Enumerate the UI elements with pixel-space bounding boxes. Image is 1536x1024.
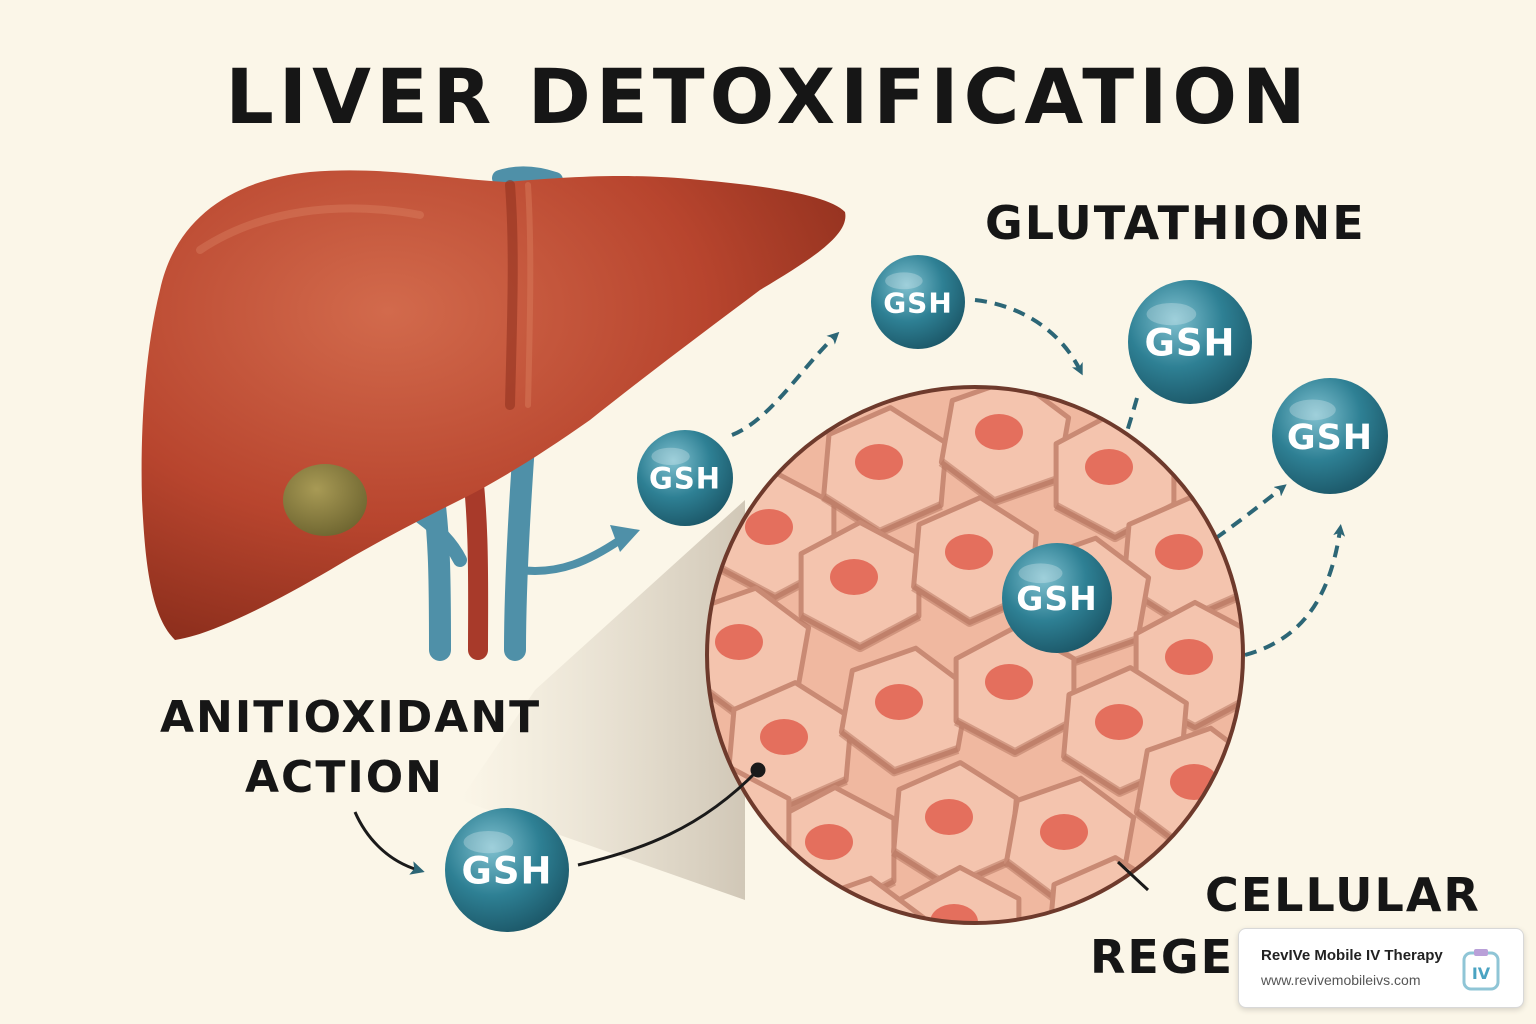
cell-nucleus <box>925 799 973 835</box>
cell-nucleus <box>875 684 923 720</box>
cell-nucleus <box>805 824 853 860</box>
brand-logo-text: IV <box>1472 964 1491 983</box>
cell-nucleus <box>830 914 878 923</box>
leader-lines <box>353 762 1150 892</box>
cell-nucleus <box>985 664 1033 700</box>
cell-nucleus <box>715 624 763 660</box>
cell-nucleus <box>745 509 793 545</box>
cell-nucleus <box>1155 534 1203 570</box>
gsh-label: GSH <box>1287 418 1373 458</box>
label-antioxidant-line1: ANITIOXIDANT <box>160 692 542 743</box>
cell-nucleus <box>760 719 808 755</box>
hepatocyte-cell <box>953 624 1077 758</box>
gsh-molecules: GSH GSH GSH GSH GSH GSH <box>445 255 1388 932</box>
brand-url[interactable]: www.revivemobileivs.com <box>1261 972 1421 988</box>
gsh-molecule: GSH <box>1272 378 1388 494</box>
brand-badge[interactable]: RevIVe Mobile IV Therapy www.revivemobil… <box>1238 928 1524 1008</box>
brand-logo-icon: IV <box>1462 949 1500 991</box>
gsh-molecule: GSH <box>1002 543 1112 653</box>
hepatocyte-cell <box>798 519 922 653</box>
flow-arrow-5 <box>1244 524 1346 657</box>
cell-nucleus <box>1085 449 1133 485</box>
cell-nucleus <box>855 444 903 480</box>
magnification-beam <box>460 500 745 900</box>
gsh-label: GSH <box>1016 579 1097 618</box>
gsh-label: GSH <box>462 850 553 893</box>
cell-nucleus <box>945 534 993 570</box>
gsh-molecule: GSH <box>1128 280 1252 404</box>
hepatocyte-cell <box>838 645 972 777</box>
gsh-molecule: GSH <box>445 808 569 932</box>
gsh-label: GSH <box>883 286 953 319</box>
flow-arrow-1 <box>731 331 840 437</box>
gsh-molecule: GSH <box>871 255 965 349</box>
cell-nucleus <box>1095 704 1143 740</box>
cell-nucleus <box>830 559 878 595</box>
gsh-label: GSH <box>649 462 721 496</box>
flow-arrow-2 <box>974 298 1083 376</box>
gsh-molecule: GSH <box>637 430 733 526</box>
cell-nucleus <box>975 414 1023 450</box>
label-glutathione: GLUTATHIONE <box>985 196 1366 250</box>
page-title: LIVER DETOXIFICATION <box>225 52 1311 141</box>
brand-name: RevIVe Mobile IV Therapy <box>1261 947 1443 964</box>
label-cellular-line1: CELLULAR <box>1205 868 1481 922</box>
cell-nucleus <box>1040 814 1088 850</box>
tissue-magnification <box>705 385 1245 925</box>
gsh-label: GSH <box>1145 322 1236 365</box>
label-antioxidant-line2: ACTION <box>245 752 444 803</box>
liver-illustration <box>141 170 846 640</box>
gallbladder <box>283 464 367 536</box>
cell-nucleus <box>1165 639 1213 675</box>
hepatocyte-cell <box>938 387 1072 507</box>
